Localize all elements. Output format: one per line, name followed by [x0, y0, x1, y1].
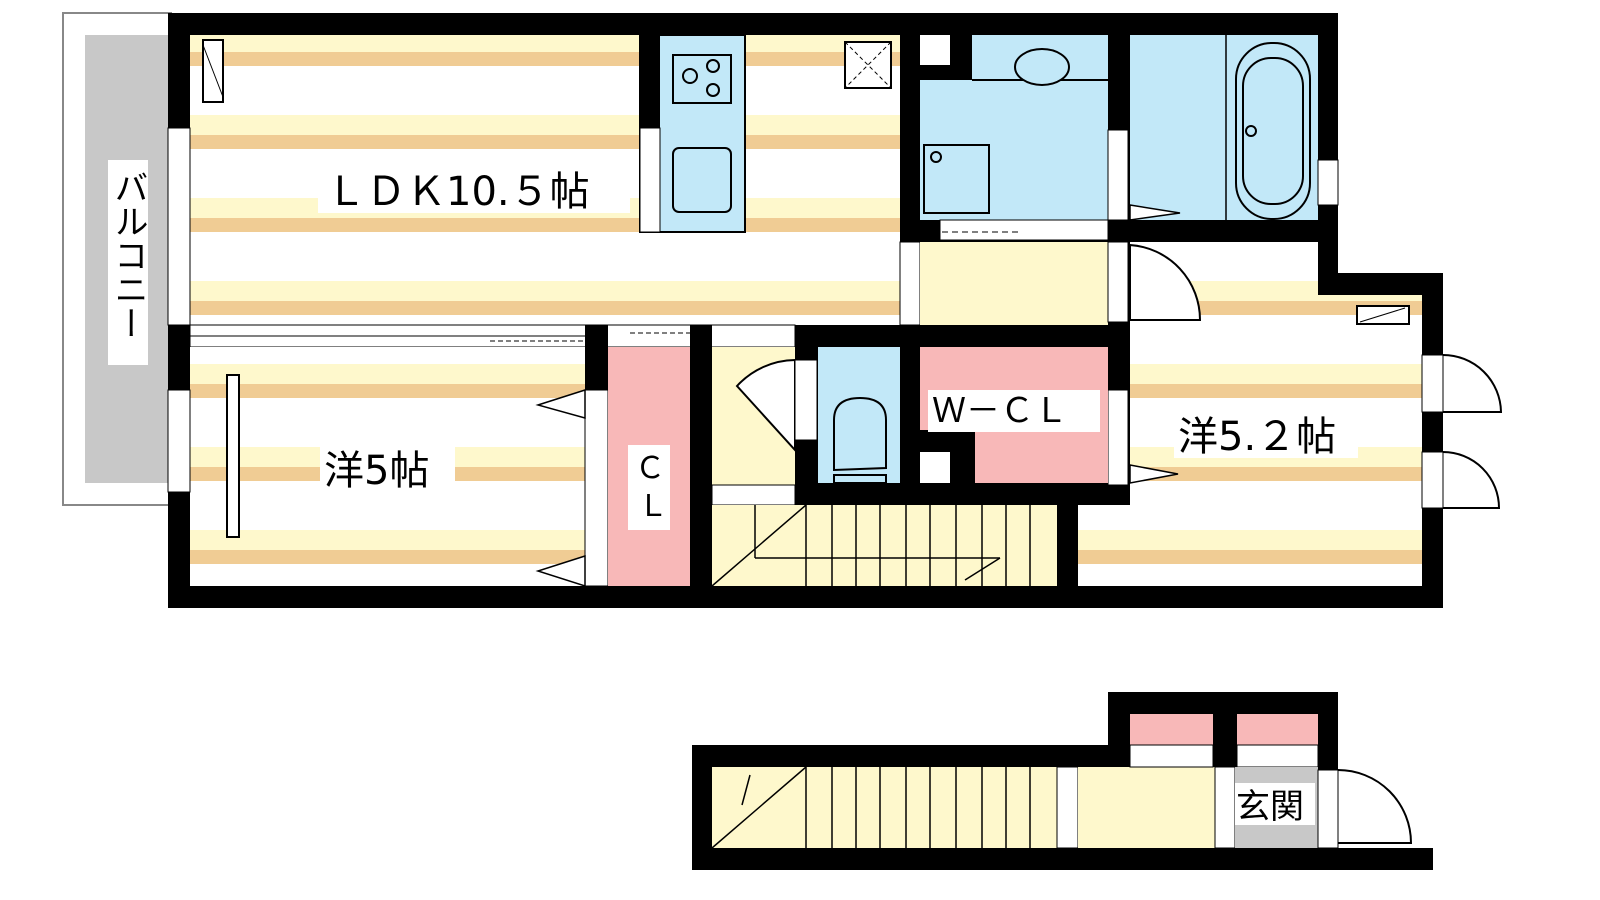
lower-floor: 玄関 [711, 714, 1413, 849]
room-closet: Ｃ Ｌ [608, 347, 690, 586]
toilet-icon [833, 396, 887, 472]
room-ldk: ＬＤＫ10.５帖 [167, 34, 921, 326]
room-western-5-2: 洋5.２帖 [1078, 241, 1503, 586]
door-icon [1129, 243, 1202, 321]
window-door-icon [1442, 354, 1503, 413]
toilet-door-icon [735, 358, 796, 453]
closet-label-l: Ｌ [638, 489, 668, 524]
western-5-2-label: 洋5.２帖 [1178, 414, 1336, 460]
entrance-door-icon [1337, 769, 1413, 844]
bathtub-icon [1235, 42, 1311, 220]
stair-hall [711, 347, 1078, 587]
balcony: バルコニー [62, 12, 172, 506]
room-washroom [920, 35, 1129, 241]
stove-icon [672, 54, 732, 104]
balcony-label: バルコニー [108, 170, 148, 340]
room-walk-in-closet: Ｗ－ＣＬ [920, 347, 1108, 483]
entrance-label: 玄関 [1236, 787, 1304, 827]
closet-label-c: Ｃ [635, 451, 665, 486]
washbasin-icon [1014, 48, 1070, 86]
hallway [920, 242, 1108, 325]
ldk-label: ＬＤＫ10.５帖 [326, 169, 590, 215]
staircase [712, 505, 1057, 586]
walk-in-closet-label: Ｗ－ＣＬ [932, 391, 1068, 431]
western-5-label: 洋5帖 [324, 448, 429, 494]
room-bathroom [1129, 35, 1339, 221]
sink-icon [672, 147, 732, 213]
room-toilet [818, 347, 900, 484]
staircase-lower [712, 767, 1057, 848]
washing-machine-icon [923, 144, 990, 214]
room-western-5: 洋5帖 [167, 347, 609, 588]
